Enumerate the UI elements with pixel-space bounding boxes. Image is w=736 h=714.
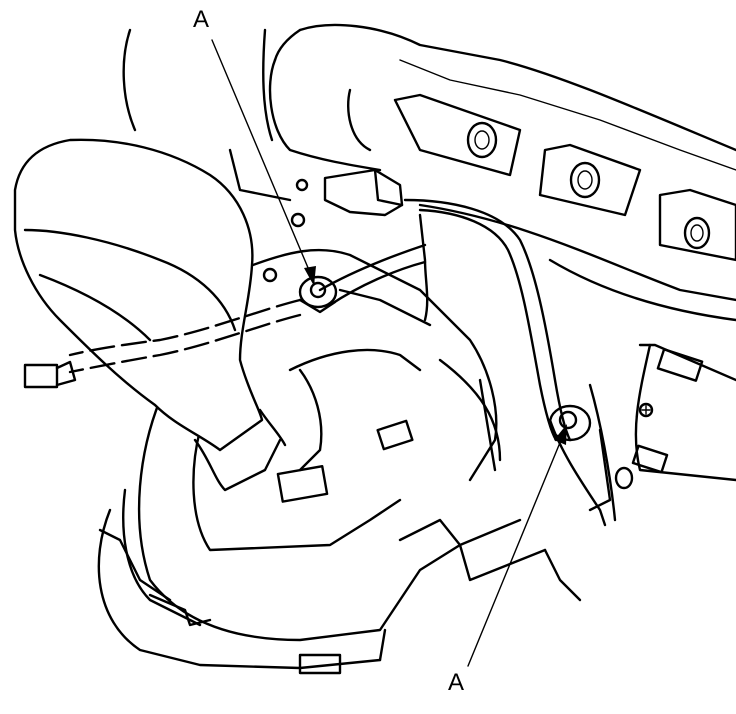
shift-gate-housing [97,248,582,675]
harness-clamp-top [298,275,338,314]
wire-harness [23,168,617,527]
callout-leader-top [211,39,315,283]
callout-arrowhead-bottom [554,424,567,445]
console-panel [122,23,736,512]
harness-connector-top [323,168,404,217]
callout-arrowhead-top [304,266,316,286]
callout-a-bottom: A [448,424,567,696]
shift-knob [13,138,287,492]
harness-clamp-bottom [548,404,592,442]
callout-leader-bottom [467,427,567,667]
callout-label-top: A [193,6,209,33]
small-fasteners [262,178,309,283]
harness-connector-left [23,363,59,389]
callout-label-bottom: A [448,669,464,696]
callout-a-top: A [193,6,316,286]
